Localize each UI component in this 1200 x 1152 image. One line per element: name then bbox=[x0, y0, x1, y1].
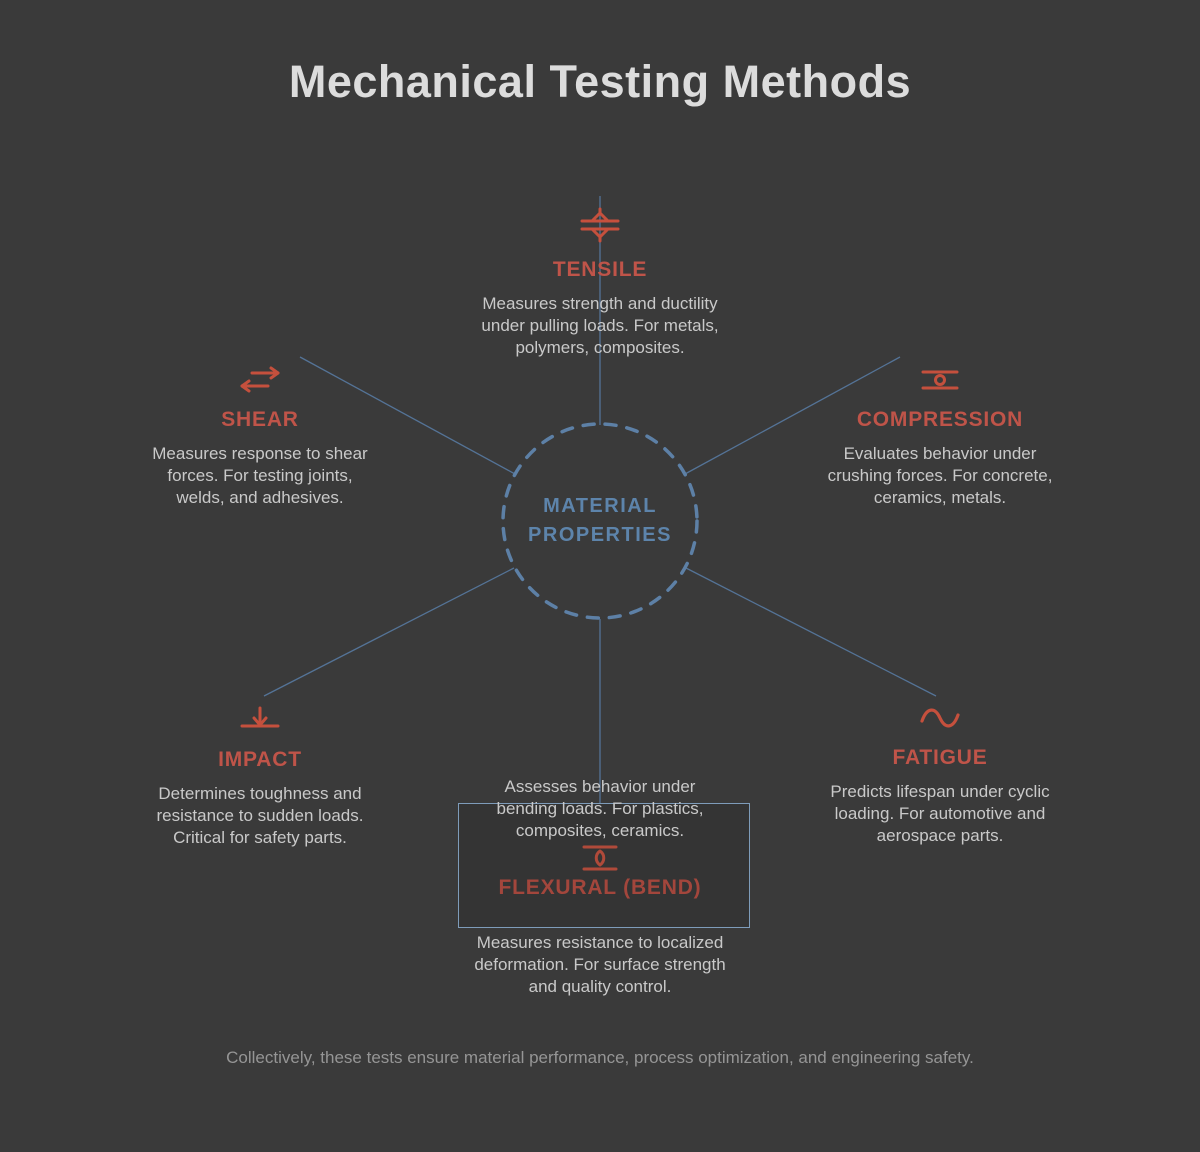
node-fatigue: FATIGUE Predicts lifespan under cyclic l… bbox=[824, 704, 1056, 847]
impact-strike-arrow-icon bbox=[238, 704, 282, 734]
spoke-shear bbox=[299, 356, 516, 475]
spoke-compression bbox=[684, 356, 901, 475]
fatigue-label: FATIGUE bbox=[892, 746, 988, 769]
tensile-description: Measures strength and ductility under pu… bbox=[481, 294, 719, 357]
compression-platens-icon bbox=[918, 366, 962, 394]
tensile-pull-arrows-icon bbox=[578, 206, 622, 244]
impact-description: Determines toughness and resistance to s… bbox=[156, 784, 364, 847]
hub-label: MATERIAL PROPERTIES bbox=[510, 492, 690, 550]
node-impact: IMPACT Determines toughness and resistan… bbox=[146, 704, 374, 849]
sine-wave-icon bbox=[918, 704, 962, 732]
fatigue-description: Predicts lifespan under cyclic loading. … bbox=[830, 782, 1050, 845]
node-compression: COMPRESSION Evaluates behavior under cru… bbox=[823, 366, 1057, 509]
flexural-description-below: Measures resistance to localized deforma… bbox=[474, 933, 726, 996]
shear-description: Measures response to shear forces. For t… bbox=[152, 444, 368, 507]
shear-label: SHEAR bbox=[221, 408, 299, 431]
hub-dashed-circle bbox=[501, 422, 699, 620]
flexural-label: FLEXURAL (BEND) bbox=[498, 876, 702, 899]
shear-opposing-arrows-icon bbox=[238, 366, 282, 394]
compression-label: COMPRESSION bbox=[856, 408, 1024, 431]
node-shear: SHEAR Measures response to shear forces.… bbox=[152, 366, 368, 509]
node-tensile: TENSILE Measures strength and ductility … bbox=[474, 206, 726, 359]
hub-label-line2: PROPERTIES bbox=[528, 524, 672, 546]
tensile-label: TENSILE bbox=[552, 258, 648, 281]
spoke-fatigue bbox=[685, 567, 937, 697]
page-title: Mechanical Testing Methods bbox=[288, 56, 912, 107]
footer-note: Collectively, these tests ensure materia… bbox=[226, 1048, 974, 1067]
compression-description: Evaluates behavior under crushing forces… bbox=[827, 444, 1053, 507]
flexural-description-above: Assesses behavior under bending loads. F… bbox=[496, 777, 704, 840]
hub-label-line1: MATERIAL bbox=[543, 495, 657, 517]
impact-label: IMPACT bbox=[218, 748, 302, 771]
spoke-impact bbox=[263, 567, 515, 697]
flexural-outline-box bbox=[458, 803, 750, 928]
flexural-indenter-icon bbox=[578, 843, 622, 873]
